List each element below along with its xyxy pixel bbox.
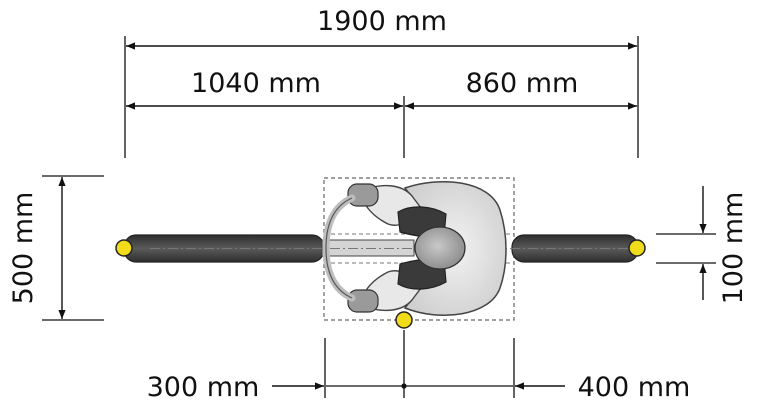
top-dimensions: 1900 mm 1040 mm 860 mm xyxy=(124,6,639,158)
operator-figure xyxy=(322,180,507,316)
label-rear-length: 860 mm xyxy=(466,68,579,99)
hand-right xyxy=(347,289,379,313)
marker-bottom xyxy=(395,311,413,329)
bar-assembly xyxy=(123,233,639,264)
marker-front xyxy=(115,239,133,257)
bar-width-dimension: 100 mm xyxy=(656,186,749,304)
label-front-length: 1040 mm xyxy=(191,68,321,99)
label-offset-right: 400 mm xyxy=(578,372,691,403)
bottom-dimensions: 300 mm 400 mm xyxy=(147,330,691,403)
hand-left xyxy=(347,183,379,207)
center-beam xyxy=(321,239,415,257)
width-dimension: 500 mm xyxy=(8,175,104,321)
label-width: 500 mm xyxy=(8,192,39,305)
label-offset-left: 300 mm xyxy=(147,372,260,403)
head xyxy=(414,226,466,270)
label-bar-width: 100 mm xyxy=(718,192,749,305)
label-total-length: 1900 mm xyxy=(317,6,447,37)
marker-rear xyxy=(628,239,646,257)
handle-loop-outline xyxy=(325,197,353,299)
